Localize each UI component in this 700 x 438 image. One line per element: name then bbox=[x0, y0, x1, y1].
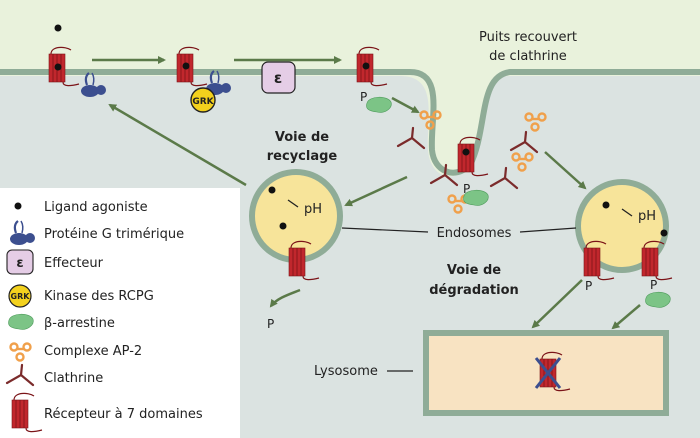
arrow bbox=[391, 96, 420, 114]
endosomes-leader-left bbox=[341, 227, 429, 233]
clathrin-icon bbox=[509, 130, 539, 154]
legend: Ligand agoniste Protéine G trimérique ε … bbox=[5, 200, 203, 433]
ph-label: pH bbox=[638, 209, 656, 224]
phosphate-label: P bbox=[360, 90, 367, 104]
endosomes-label: Endosomes bbox=[437, 226, 512, 241]
arrestin-icon bbox=[645, 291, 671, 308]
arrow bbox=[108, 103, 247, 187]
ap2-icon bbox=[524, 112, 547, 132]
phosphate-label: P bbox=[267, 317, 274, 331]
grk-icon: GRK bbox=[8, 284, 32, 308]
clathrin-icon bbox=[489, 166, 519, 190]
arrow bbox=[611, 304, 641, 330]
recycling-pathway-line1: Voie de bbox=[275, 130, 329, 145]
lysosome-label: Lysosome bbox=[314, 364, 378, 379]
arrow bbox=[269, 288, 301, 308]
arrow bbox=[531, 279, 583, 329]
ligand-dot bbox=[54, 24, 62, 32]
grk-icon: GRK bbox=[190, 87, 216, 113]
ligand-dot bbox=[362, 62, 370, 70]
clathrin-icon bbox=[396, 126, 426, 150]
legend-item-arrestin: β-arrestine bbox=[44, 316, 115, 331]
ligand-dot bbox=[660, 229, 668, 237]
coated-pit-label-line2: de clathrine bbox=[489, 49, 567, 64]
phosphate-label: P bbox=[585, 279, 592, 293]
phosphate-label: P bbox=[463, 182, 470, 196]
legend-item-grk: Kinase des RCPG bbox=[44, 289, 154, 304]
ap2-icon bbox=[511, 152, 534, 172]
ligand-icon bbox=[14, 202, 22, 210]
ligand-dot bbox=[54, 63, 62, 71]
arrow bbox=[344, 175, 408, 207]
svg-text:GRK: GRK bbox=[11, 292, 31, 301]
legend-item-g-protein: Protéine G trimérique bbox=[44, 227, 184, 242]
endosomes-leader-right bbox=[519, 227, 577, 233]
arrow bbox=[544, 151, 587, 190]
ligand-dot bbox=[462, 148, 470, 156]
coated-pit-label-line1: Puits recouvert bbox=[479, 30, 577, 45]
svg-text:GRK: GRK bbox=[192, 97, 214, 107]
degradation-pathway-line1: Voie de bbox=[447, 263, 501, 278]
ph-tick bbox=[621, 208, 633, 217]
ligand-dot bbox=[182, 62, 190, 70]
ligand-dot bbox=[279, 222, 287, 230]
effector-icon: ε bbox=[6, 249, 34, 275]
legend-item-clathrin: Clathrine bbox=[44, 371, 103, 386]
recycling-endosome bbox=[249, 169, 343, 263]
recycling-pathway-line2: recyclage bbox=[267, 149, 338, 164]
phosphate-label: P bbox=[650, 278, 657, 292]
ph-label: pH bbox=[304, 202, 322, 217]
ligand-dot bbox=[268, 186, 276, 194]
legend-item-receptor: Récepteur à 7 domaines bbox=[44, 407, 203, 422]
g-protein-icon bbox=[79, 71, 108, 99]
arrestin-icon bbox=[463, 189, 489, 206]
svg-text:ε: ε bbox=[16, 256, 23, 271]
arrestin-icon bbox=[366, 96, 392, 113]
legend-item-effector: Effecteur bbox=[44, 256, 104, 271]
plasma-membrane bbox=[0, 69, 700, 176]
legend-item-ligand: Ligand agoniste bbox=[44, 200, 148, 215]
legend-item-ap2: Complexe AP-2 bbox=[44, 344, 142, 359]
ligand-dot bbox=[602, 201, 610, 209]
legend-panel bbox=[0, 188, 240, 438]
svg-text:ε: ε bbox=[274, 69, 282, 87]
ph-tick bbox=[287, 199, 299, 208]
arrestin-icon bbox=[8, 313, 34, 330]
extracellular-space bbox=[0, 0, 700, 177]
degradation-pathway-line2: dégradation bbox=[429, 283, 519, 298]
effector-icon: ε bbox=[261, 61, 296, 94]
cross-icon bbox=[534, 357, 562, 389]
